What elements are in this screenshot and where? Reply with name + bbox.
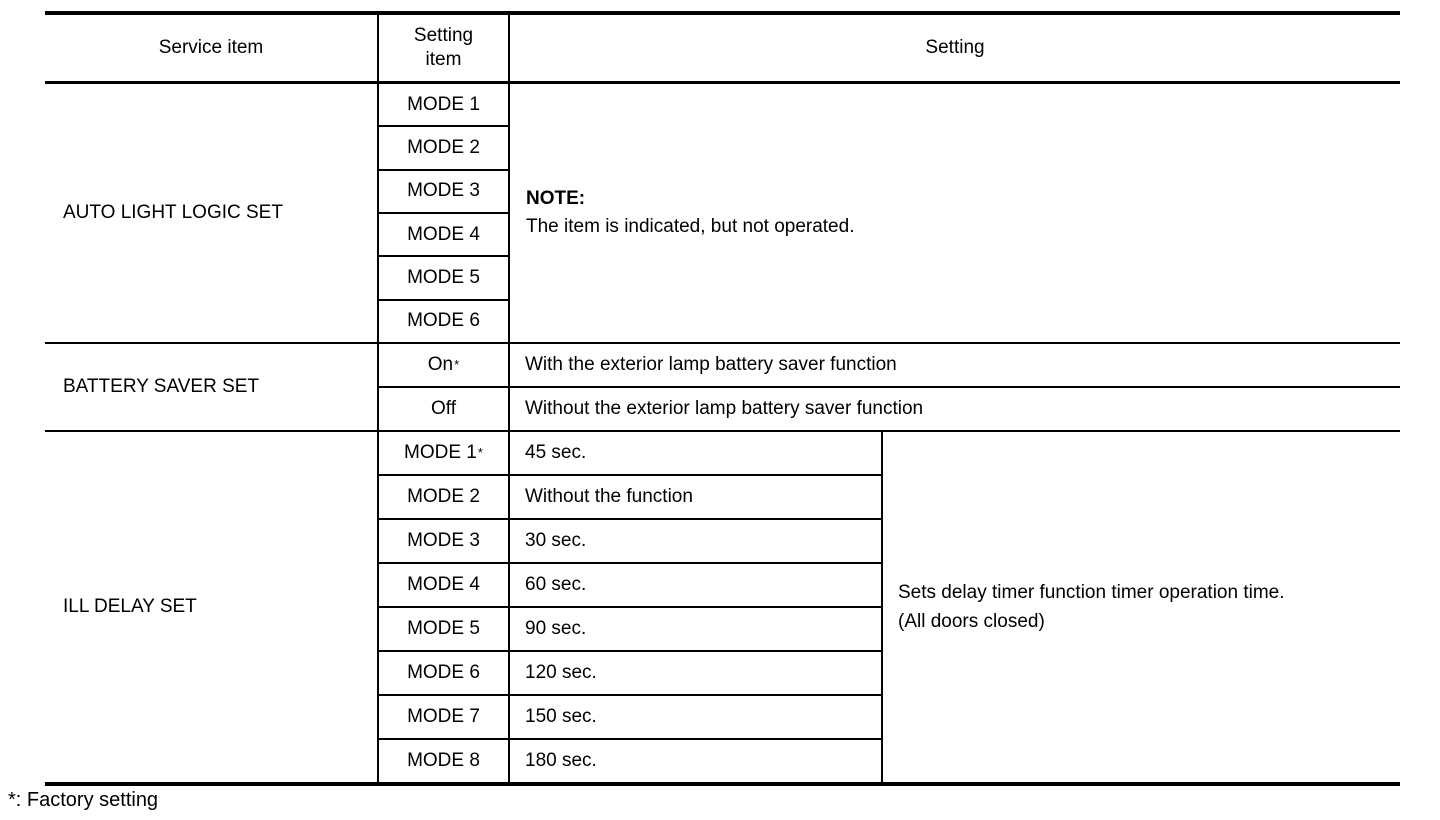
setting-item-mode-4: MODE 4	[379, 564, 510, 606]
setting-value: 120 sec.	[525, 662, 597, 683]
setting-item-label: Off	[431, 398, 456, 419]
table-row: Off Without the exterior lamp battery sa…	[379, 388, 1400, 430]
header-setting: Setting	[510, 15, 1400, 81]
service-item-label: BATTERY SAVER SET	[63, 376, 260, 397]
setting-item-mode-3: MODE 3	[379, 171, 508, 214]
factory-setting-footnote: *: Factory setting	[8, 789, 159, 811]
header-setting-item: Setting item	[379, 15, 510, 81]
setting-item-label: MODE 2	[407, 486, 480, 507]
setting-item-mode-4: MODE 4	[379, 214, 508, 258]
setting-item-label: MODE 1	[404, 442, 477, 463]
table-row: MODE 1* 45 sec.	[379, 432, 881, 476]
setting-item-label: MODE 7	[407, 706, 480, 727]
setting-item-mode-8: MODE 8	[379, 740, 510, 782]
shared-setting-note: Sets delay timer function timer operatio…	[883, 432, 1400, 782]
setting-item-mode-1: MODE 1	[379, 84, 508, 128]
header-service-item: Service item	[45, 15, 379, 81]
shared-setting-line1: Sets delay timer function timer operatio…	[898, 582, 1285, 603]
setting-value: 45 sec.	[525, 442, 587, 463]
setting-item-mode-5: MODE 5	[379, 608, 510, 650]
setting-item-mode-7: MODE 7	[379, 696, 510, 738]
setting-item-label: MODE 4	[407, 574, 480, 595]
service-item-label: ILL DELAY SET	[63, 596, 197, 617]
setting-value: Without the exterior lamp battery saver …	[525, 398, 924, 419]
ill-delay-rows: MODE 1* 45 sec. MODE 2 Without the funct…	[379, 432, 883, 782]
settings-table: Service item Setting item Setting AUTO L…	[45, 11, 1400, 786]
header-setting-label: Setting	[925, 37, 985, 58]
setting-value: 180 sec.	[525, 750, 597, 771]
setting-item-column: MODE 1 MODE 2 MODE 3 MODE 4 MODE 5 MODE …	[379, 84, 510, 342]
setting-item-mode-2: MODE 2	[379, 127, 508, 171]
table-row: MODE 7 150 sec.	[379, 696, 881, 740]
service-item-cell: BATTERY SAVER SET	[45, 344, 379, 430]
service-item-label: AUTO LIGHT LOGIC SET	[63, 202, 283, 223]
setting-value: 30 sec.	[525, 530, 587, 551]
header-setting-item-label: Setting item	[413, 25, 474, 70]
table-header-row: Service item Setting item Setting	[45, 15, 1400, 84]
setting-note-cell: NOTE: The item is indicated, but not ope…	[510, 84, 1400, 342]
setting-item-label: On	[427, 354, 454, 375]
setting-item-mode-2: MODE 2	[379, 476, 510, 518]
section-battery-saver-set: BATTERY SAVER SET On* With the exterior …	[45, 344, 1400, 432]
section-auto-light-logic-set: AUTO LIGHT LOGIC SET MODE 1 MODE 2 MODE …	[45, 84, 1400, 344]
setting-item-mode-6: MODE 6	[379, 652, 510, 694]
setting-value: 90 sec.	[525, 618, 587, 639]
table-row: MODE 6 120 sec.	[379, 652, 881, 696]
note-body: The item is indicated, but not operated.	[526, 216, 855, 237]
table-row: MODE 2 Without the function	[379, 476, 881, 520]
setting-item-label: MODE 5	[407, 618, 480, 639]
setting-item-off: Off	[379, 388, 510, 430]
setting-item-on: On*	[379, 344, 510, 386]
setting-item-mode-5: MODE 5	[379, 257, 508, 301]
setting-item-label: MODE 6	[407, 662, 480, 683]
header-service-item-label: Service item	[158, 37, 264, 58]
table-row: MODE 3 30 sec.	[379, 520, 881, 564]
table-row: MODE 5 90 sec.	[379, 608, 881, 652]
battery-saver-rows: On* With the exterior lamp battery saver…	[379, 344, 1400, 430]
note-title: NOTE:	[526, 188, 586, 209]
service-item-cell: ILL DELAY SET	[45, 432, 379, 782]
setting-item-mode-3: MODE 3	[379, 520, 510, 562]
setting-item-mode-6: MODE 6	[407, 310, 480, 332]
setting-value: Without the function	[525, 486, 693, 507]
table-row: MODE 4 60 sec.	[379, 564, 881, 608]
setting-value: 150 sec.	[525, 706, 597, 727]
shared-setting-line2: (All doors closed)	[898, 611, 1045, 632]
table-row: On* With the exterior lamp battery saver…	[379, 344, 1400, 388]
setting-value: With the exterior lamp battery saver fun…	[525, 354, 897, 375]
section-ill-delay-set: ILL DELAY SET MODE 1* 45 sec. MODE 2 Wit…	[45, 432, 1400, 782]
table-row: MODE 8 180 sec.	[379, 740, 881, 782]
setting-item-label: MODE 8	[407, 750, 480, 771]
setting-item-mode-1: MODE 1*	[379, 432, 510, 474]
setting-value: 60 sec.	[525, 574, 587, 595]
setting-item-label: MODE 3	[407, 530, 480, 551]
service-item-cell: AUTO LIGHT LOGIC SET	[45, 84, 379, 342]
